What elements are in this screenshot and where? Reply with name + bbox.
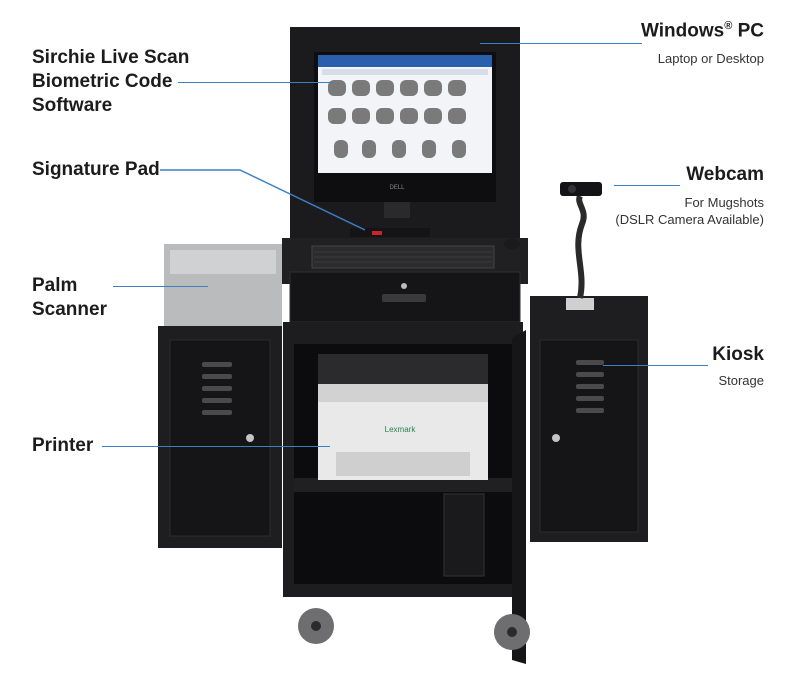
software-label-line2: Biometric Code xyxy=(32,71,173,92)
open-door xyxy=(512,330,526,664)
fingerprint-grid xyxy=(328,80,466,158)
leader-signature xyxy=(160,169,366,231)
leader-windows-pc xyxy=(480,43,642,44)
windows-pc-subtitle: Laptop or Desktop xyxy=(657,51,764,66)
palm-scanner-label: Palm Scanner xyxy=(32,274,107,322)
palm-scanner-line1: Palm xyxy=(32,275,78,296)
windows-pc-title: Windows® PC xyxy=(641,20,764,42)
leader-kiosk xyxy=(603,365,708,366)
windows-pc-title-suffix: PC xyxy=(732,20,764,42)
pc-tower xyxy=(443,493,485,577)
kiosk-subtitle: Storage xyxy=(718,373,764,388)
webcam-title: Webcam xyxy=(686,164,764,185)
signature-pad xyxy=(350,228,430,237)
kiosk-title: Kiosk xyxy=(712,344,764,365)
registered-mark: ® xyxy=(724,20,733,32)
webcam-subtitle-line2: (DSLR Camera Available) xyxy=(615,212,764,227)
webcam-subtitle: For Mugshots (DSLR Camera Available) xyxy=(615,194,764,228)
software-label-line1: Sirchie Live Scan xyxy=(32,47,190,68)
printer-label: Printer xyxy=(32,435,94,456)
software-label: Sirchie Live Scan Biometric Code Softwar… xyxy=(32,46,189,118)
windows-pc-title-text: Windows xyxy=(640,20,725,42)
webcam-base xyxy=(566,298,594,310)
monitor-brand: DELL xyxy=(389,185,405,191)
leader-printer xyxy=(102,446,330,447)
signature-pad-label: Signature Pad xyxy=(32,159,160,180)
leader-software xyxy=(178,82,333,83)
webcam-gooseneck xyxy=(575,194,587,299)
software-label-line3: Software xyxy=(32,95,113,116)
leader-palm xyxy=(113,286,208,287)
printer-brand: Lexmark xyxy=(385,425,417,434)
webcam-subtitle-line1: For Mugshots xyxy=(684,195,764,210)
mouse xyxy=(504,239,520,249)
leader-webcam xyxy=(614,185,680,186)
palm-scanner-line2: Scanner xyxy=(32,299,107,320)
